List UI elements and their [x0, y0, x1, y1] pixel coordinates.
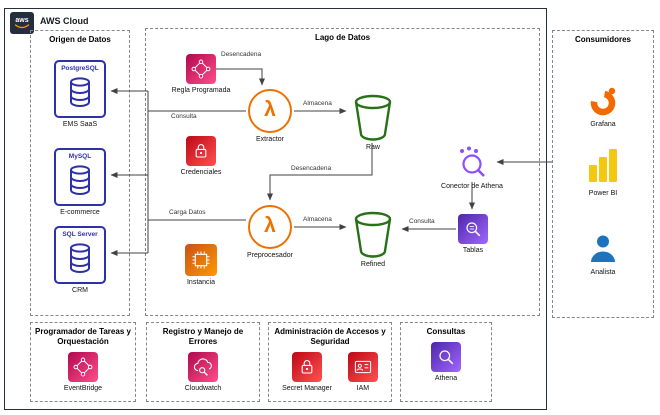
group-lago-de-datos: Lago de Datos	[145, 28, 540, 316]
s3-bucket-icon	[354, 94, 392, 141]
powerbi-label: Power BI	[588, 190, 618, 197]
s3-bucket-icon	[354, 211, 392, 258]
athena-label: Athena	[434, 375, 458, 382]
preprocesador-label: Preprocesador	[247, 252, 293, 259]
aws-cloud-group	[4, 8, 547, 410]
postgresql-icon: PostgreSQL	[54, 60, 106, 118]
node-iam: IAM	[347, 352, 378, 393]
node-refined-bucket: Refined	[350, 210, 396, 269]
group-title-origen: Origen de Datos	[49, 35, 111, 44]
group-origen-de-datos: Origen de Datos	[30, 30, 130, 316]
grafana-icon	[590, 87, 616, 116]
sqlserver-icon: SQL Server	[54, 226, 106, 284]
group-title-programador: Programador de Tareas y Orquestación	[35, 327, 131, 346]
node-powerbi: Power BI	[580, 148, 626, 198]
extractor-label: Extractor	[255, 136, 284, 143]
group-title-consumidores: Consumidores	[574, 35, 631, 44]
sqlserver-label: CRM	[72, 287, 88, 294]
node-conector-athena: Conector de Athena	[432, 144, 512, 191]
eventbridge-icon	[67, 352, 98, 382]
group-admin-accesos: Administración de Accesos y Seguridad Se…	[268, 322, 392, 402]
group-title-lago: Lago de Datos	[314, 33, 371, 42]
node-raw-bucket: Raw	[350, 93, 396, 152]
analista-label: Analista	[590, 269, 616, 276]
node-athena: Athena	[431, 342, 461, 383]
cloudwatch-label: Cloudwatch	[184, 385, 222, 392]
lambda-glyph: λ	[264, 98, 276, 121]
secrets-manager-icon	[292, 352, 322, 382]
group-title-admin: Administración de Accesos y Seguridad	[274, 327, 386, 346]
database-icon	[70, 242, 90, 273]
athena-icon	[431, 342, 461, 372]
node-secret-manager: Secret Manager	[282, 352, 332, 393]
node-regla-programada: Regla Programada	[166, 54, 236, 95]
powerbi-icon	[589, 149, 617, 182]
group-title-consultas: Consultas	[426, 327, 466, 336]
lambda-glyph: λ	[264, 214, 276, 237]
mysql-icon: MySQL	[54, 148, 106, 206]
raw-label: Raw	[365, 144, 380, 151]
iam-label: IAM	[356, 385, 370, 392]
mysql-name: MySQL	[68, 153, 92, 160]
node-postgresql: PostgreSQL EMS SaaS	[52, 60, 108, 129]
eventbridge-rule-icon	[186, 54, 216, 84]
edge-label-consulta-2: Consulta	[408, 218, 436, 226]
secret-manager-label: Secret Manager	[282, 385, 332, 392]
aws-smile-icon	[14, 23, 30, 28]
cloudwatch-icon	[187, 352, 218, 382]
regla-label: Regla Programada	[171, 87, 231, 94]
eventbridge-label: EventBridge	[63, 385, 103, 392]
node-sqlserver: SQL Server CRM	[52, 226, 108, 295]
node-mysql: MySQL E-commerce	[52, 148, 108, 217]
edge-label-desencadena-2: Desencadena	[290, 165, 333, 173]
aws-cloud-title: AWS Cloud	[40, 16, 89, 26]
node-instancia: Instancia	[166, 244, 236, 287]
iam-icon	[347, 352, 378, 382]
lambda-icon: λ	[248, 89, 292, 133]
node-analista: Analista	[580, 232, 626, 277]
tables-search-icon	[458, 214, 488, 244]
aws-logo: aws	[10, 12, 34, 34]
conector-label: Conector de Athena	[441, 183, 503, 190]
analyst-person-icon	[591, 235, 615, 262]
group-consumidores: Consumidores	[552, 30, 654, 318]
node-eventbridge: EventBridge	[64, 352, 102, 393]
edge-label-carga-datos: Carga Datos	[168, 209, 207, 217]
group-title-registro: Registro y Manejo de Errores	[162, 327, 244, 346]
ec2-chip-icon	[185, 244, 217, 276]
edge-label-desencadena-1: Desencadena	[220, 51, 263, 59]
secrets-lock-icon	[186, 136, 216, 166]
group-consultas: Consultas Athena	[400, 322, 492, 402]
sqlserver-name: SQL Server	[62, 231, 98, 238]
database-icon	[70, 76, 90, 107]
tablas-label: Tablas	[462, 247, 484, 254]
refined-label: Refined	[360, 261, 386, 268]
edge-label-almacena-1: Almacena	[302, 100, 333, 108]
node-preprocesador: λ Preprocesador	[240, 205, 300, 260]
postgresql-label: EMS SaaS	[62, 121, 98, 128]
node-tablas: Tablas	[443, 214, 503, 255]
node-grafana: Grafana	[580, 84, 626, 129]
group-registro: Registro y Manejo de Errores Cloudwatch	[146, 322, 260, 402]
edge-label-almacena-2: Almacena	[302, 216, 333, 224]
instancia-label: Instancia	[186, 279, 216, 286]
mysql-label: E-commerce	[60, 209, 100, 216]
credenciales-label: Credenciales	[180, 169, 222, 176]
node-credenciales: Credenciales	[166, 136, 236, 177]
node-extractor: λ Extractor	[240, 89, 300, 144]
node-cloudwatch: Cloudwatch	[184, 352, 222, 393]
lambda-icon: λ	[248, 205, 292, 249]
database-icon	[70, 164, 90, 195]
postgresql-name: PostgreSQL	[61, 65, 99, 72]
grafana-label: Grafana	[590, 121, 616, 128]
athena-connector-icon	[460, 146, 485, 177]
group-programador: Programador de Tareas y Orquestación Eve…	[30, 322, 136, 402]
edge-label-consulta-1: Consulta	[170, 113, 198, 121]
aws-logo-text: aws	[15, 16, 29, 24]
